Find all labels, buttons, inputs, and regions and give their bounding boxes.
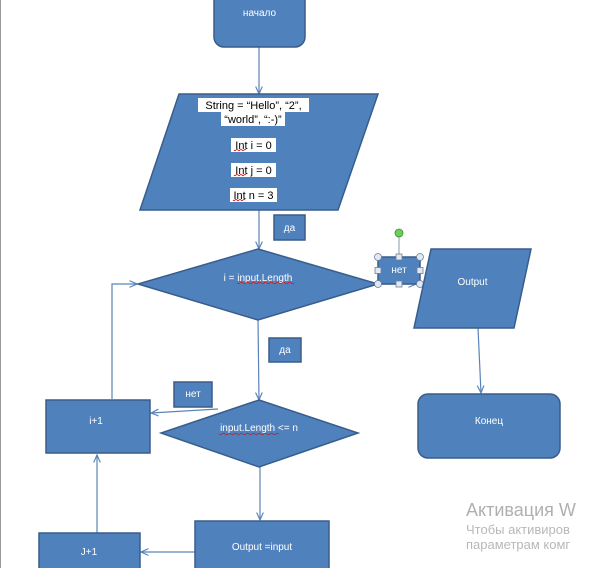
resize-handle-top[interactable] <box>395 253 403 261</box>
spellcheck-underline-1 <box>233 148 247 152</box>
assign-output-label: Output =input <box>232 542 293 553</box>
spellcheck-underline-2 <box>233 173 247 177</box>
spellcheck-underline-5 <box>218 432 280 436</box>
input-line-3: Int i = 0 <box>235 140 271 152</box>
condition-1-label: i = input.Length <box>224 273 293 284</box>
no-label-selected-box[interactable]: нет <box>374 228 424 288</box>
input-parallelogram[interactable]: String = “Hello”, “2”, “world”, “:-)” In… <box>138 93 380 211</box>
rotation-handle[interactable] <box>394 228 404 238</box>
input-line-2-highlight <box>221 112 285 126</box>
input-line-4: Int j = 0 <box>235 165 271 177</box>
no-label-selected: нет <box>391 265 407 276</box>
input-line-3-highlight <box>231 138 276 152</box>
resize-handle-right[interactable] <box>416 267 424 274</box>
assign-output-process[interactable]: Output =input <box>194 520 330 568</box>
input-line-1: String = “Hello”, “2”, <box>205 100 301 112</box>
input-line-4-highlight <box>231 163 276 177</box>
end-terminal[interactable]: Конец <box>417 393 561 459</box>
resize-handle-bottom[interactable] <box>395 280 403 288</box>
resize-handle-bottom-left[interactable] <box>374 280 382 288</box>
resize-handle-top-right[interactable] <box>416 253 424 261</box>
input-line-2: “world”, “:-)” <box>224 114 282 126</box>
condition-1-diamond[interactable]: i = input.Length <box>135 248 381 321</box>
no-label-2: нет <box>185 389 201 400</box>
start-terminal[interactable]: начало <box>213 0 306 48</box>
i-increment-label: i+1 <box>89 416 103 427</box>
spellcheck-underline-3 <box>232 198 246 202</box>
yes-label-box-1[interactable]: да <box>273 214 306 241</box>
condition-2-label: input.Length <= n <box>220 423 298 434</box>
connector-i-increment-loop <box>111 284 137 399</box>
output-parallelogram[interactable]: Output <box>413 248 532 329</box>
watermark-line-1: Чтобы активиров <box>466 521 570 537</box>
no-label-box-2[interactable]: нет <box>173 381 213 408</box>
page-border <box>0 0 1 568</box>
output-label: Output <box>457 277 487 288</box>
input-line-5: Int n = 3 <box>233 190 273 202</box>
end-label: Конец <box>475 416 503 427</box>
watermark-title: Активация W <box>466 500 576 520</box>
yes-label-2: да <box>279 345 291 356</box>
input-line-5-highlight <box>230 188 277 202</box>
resize-handle-left[interactable] <box>374 267 382 274</box>
input-line-1-highlight <box>198 98 309 112</box>
j-increment-process[interactable]: J+1 <box>38 532 141 568</box>
yes-label-1: да <box>284 223 296 234</box>
j-increment-label: J+1 <box>81 547 98 558</box>
i-increment-process[interactable]: i+1 <box>45 399 151 454</box>
connector-condition1-to-condition2 <box>258 319 259 400</box>
yes-label-box-2[interactable]: да <box>268 337 302 363</box>
windows-activation-watermark: Активация W Чтобы активиров параметрам к… <box>466 500 589 553</box>
connector-condition2-to-i-increment <box>151 408 219 413</box>
resize-handle-top-left[interactable] <box>374 253 382 261</box>
watermark-line-2: параметрам комг <box>466 537 571 553</box>
connector-output-to-end <box>478 327 481 393</box>
spellcheck-underline-4 <box>236 281 295 285</box>
start-label: начало <box>243 8 277 19</box>
